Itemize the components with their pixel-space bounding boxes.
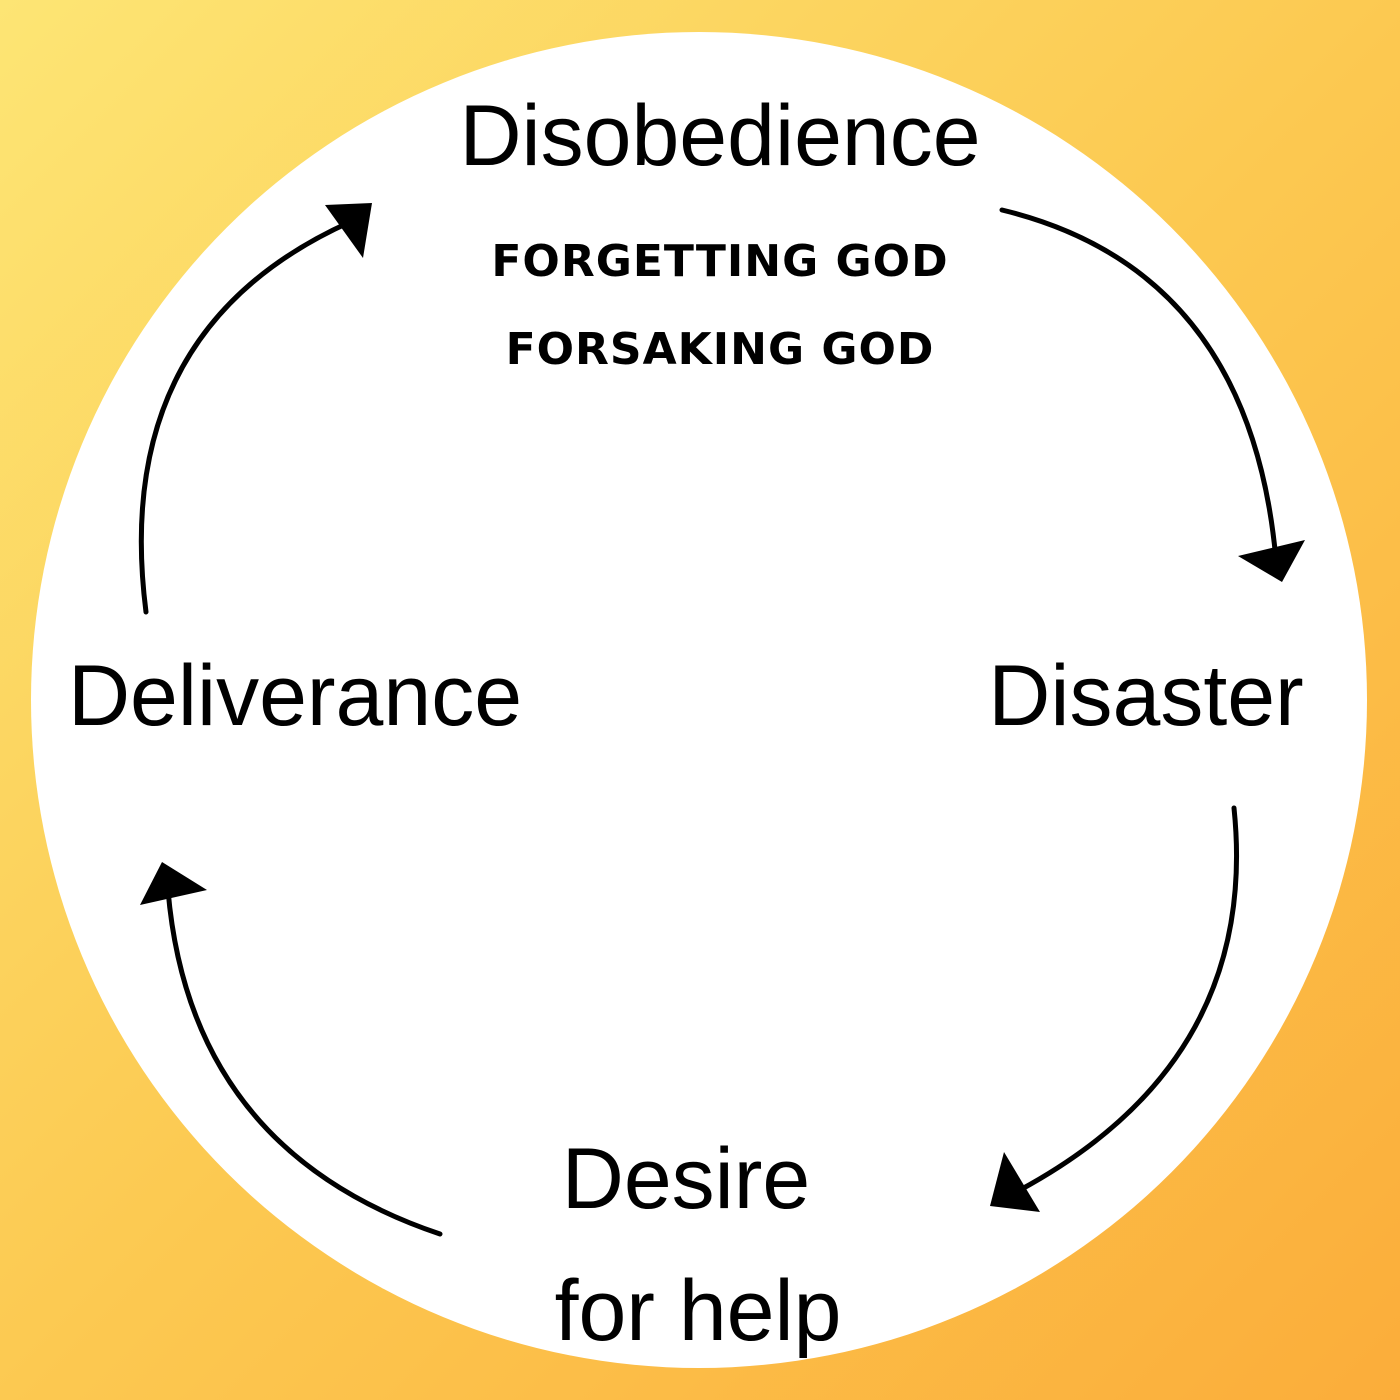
stage-disobedience: Disobedience bbox=[459, 88, 980, 184]
stage-for-help: for help bbox=[555, 1263, 842, 1359]
stage-deliverance: Deliverance bbox=[68, 648, 522, 744]
detail-forgetting-god: FORGETTING GOD bbox=[491, 236, 948, 287]
arrow-disaster-to-desire-icon bbox=[990, 805, 1240, 1212]
stage-disaster: Disaster bbox=[988, 648, 1303, 744]
arrow-desire-to-deliverance-icon bbox=[140, 862, 443, 1237]
background-circle bbox=[31, 32, 1367, 1368]
arrow-deliverance-to-disobedience-icon bbox=[138, 203, 372, 615]
stage-desire: Desire bbox=[562, 1131, 811, 1227]
detail-forsaking-god: FORSAKING GOD bbox=[506, 324, 935, 375]
arrow-disobedience-to-disaster-icon bbox=[999, 207, 1305, 582]
